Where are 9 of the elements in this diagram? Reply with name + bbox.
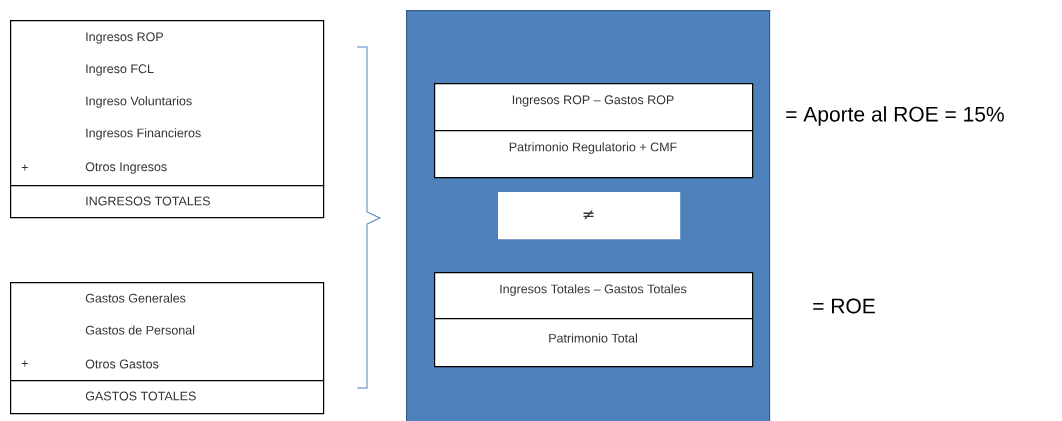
formula-cell: Ingresos Totales – Gastos Totales [434,272,754,320]
formula-cell: Patrimonio Total [434,318,754,368]
total-cell: INGRESOS TOTALES [10,185,325,219]
formula-cell: Ingresos ROP – Gastos ROP [434,83,754,132]
sign-box: ≠ [498,192,681,240]
equation-label: = ROE [813,298,875,314]
equation-label: = Aporte al ROE = 15% [786,106,1004,126]
total-cell: GASTOS TOTALES [10,380,325,415]
formula-cell: Patrimonio Regulatorio + CMF [434,130,754,179]
